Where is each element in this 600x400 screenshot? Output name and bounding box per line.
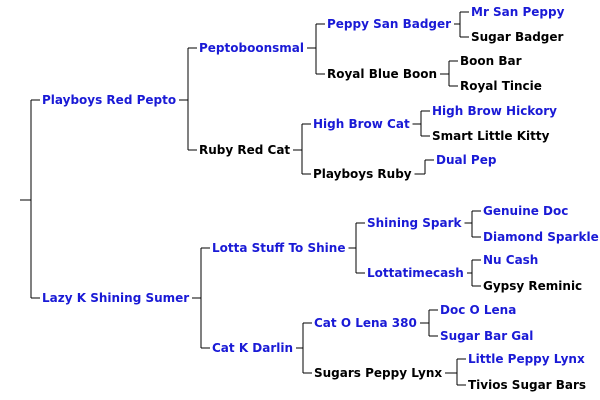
horse-playboys-red-pepto[interactable]: Playboys Red Pepto xyxy=(42,93,177,107)
horse-playboys-ruby: Playboys Ruby xyxy=(313,167,412,181)
horse-shining-spark[interactable]: Shining Spark xyxy=(367,216,462,230)
horse-dual-pep[interactable]: Dual Pep xyxy=(436,153,497,167)
horse-doc-o-lena[interactable]: Doc O Lena xyxy=(440,303,517,317)
horse-lotta-stuff-to-shine[interactable]: Lotta Stuff To Shine xyxy=(212,241,346,255)
horse-lottatimecash[interactable]: Lottatimecash xyxy=(367,266,464,280)
horse-boon-bar: Boon Bar xyxy=(460,54,522,68)
horse-gypsy-reminic: Gypsy Reminic xyxy=(483,279,583,293)
horse-smart-little-kitty: Smart Little Kitty xyxy=(432,129,550,143)
horse-royal-blue-boon: Royal Blue Boon xyxy=(327,67,437,81)
horse-ruby-red-cat: Ruby Red Cat xyxy=(199,143,291,157)
horse-nu-cash[interactable]: Nu Cash xyxy=(483,253,539,267)
horse-cat-o-lena-380[interactable]: Cat O Lena 380 xyxy=(314,316,417,330)
horse-royal-tincie: Royal Tincie xyxy=(460,79,542,93)
horse-peptoboonsmal[interactable]: Peptoboonsmal xyxy=(199,41,304,55)
horse-diamond-sparkle[interactable]: Diamond Sparkle xyxy=(483,230,599,244)
horse-genuine-doc[interactable]: Genuine Doc xyxy=(483,204,569,218)
horse-high-brow-cat[interactable]: High Brow Cat xyxy=(313,117,410,131)
horse-lazy-k-shining-sumer[interactable]: Lazy K Shining Sumer xyxy=(42,291,190,305)
horse-mr-san-peppy[interactable]: Mr San Peppy xyxy=(471,5,565,19)
horse-sugars-peppy-lynx: Sugars Peppy Lynx xyxy=(314,366,443,380)
horse-sugar-badger: Sugar Badger xyxy=(471,30,564,44)
horse-high-brow-hickory[interactable]: High Brow Hickory xyxy=(432,104,557,118)
horse-peppy-san-badger[interactable]: Peppy San Badger xyxy=(327,17,452,31)
horse-sugar-bar-gal[interactable]: Sugar Bar Gal xyxy=(440,329,534,343)
horse-tivios-sugar-bars: Tivios Sugar Bars xyxy=(468,378,587,392)
horse-little-peppy-lynx[interactable]: Little Peppy Lynx xyxy=(468,352,585,366)
horse-cat-k-darlin[interactable]: Cat K Darlin xyxy=(212,341,294,355)
